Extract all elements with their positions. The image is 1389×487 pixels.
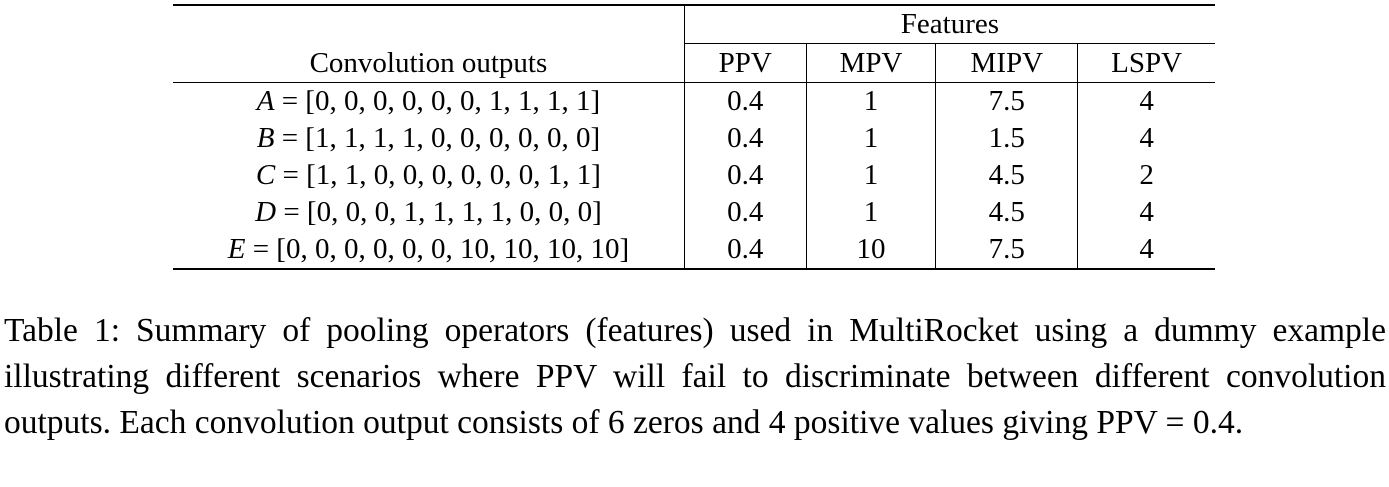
convolution-output-cell: C = [1, 1, 0, 0, 0, 0, 0, 0, 1, 1] [173,157,685,194]
variable-name: B [256,122,275,154]
mpv-cell: 10 [806,231,937,270]
column-header-row: Convolution outputs PPV MPV MIPV LSPV [173,43,1215,83]
output-vector: = [0, 0, 0, 0, 0, 0, 1, 1, 1, 1] [274,85,601,117]
mpv-cell: 1 [806,120,937,157]
column-header-mipv: MIPV [935,43,1079,83]
output-vector: = [1, 1, 0, 0, 0, 0, 0, 0, 1, 1] [275,159,601,191]
pooling-features-table: Features Convolution outputs PPV MPV MIP… [173,4,1215,270]
ppv-cell: 0.4 [684,194,807,231]
variable-name: C [255,159,276,191]
output-vector: = [0, 0, 0, 0, 0, 0, 10, 10, 10, 10] [245,233,630,265]
table-row: D = [0, 0, 0, 1, 1, 1, 1, 0, 0, 0] 0.4 1… [173,194,1215,231]
ppv-cell: 0.4 [684,82,807,120]
ppv-cell: 0.4 [684,157,807,194]
mipv-cell: 4.5 [935,157,1079,194]
output-vector: = [0, 0, 0, 1, 1, 1, 1, 0, 0, 0] [276,196,602,228]
ppv-cell: 0.4 [684,231,807,270]
empty-header-cell [173,4,685,44]
lspv-cell: 4 [1139,196,1154,228]
variable-name: E [227,233,246,265]
column-header-convolution-outputs: Convolution outputs [173,43,685,83]
convolution-output-cell: E = [0, 0, 0, 0, 0, 0, 10, 10, 10, 10] [173,231,685,270]
variable-name: A [256,85,275,117]
table-caption: Table 1: Summary of pooling operators (f… [4,312,1386,441]
mipv-cell: 4.5 [935,194,1079,231]
table-row: E = [0, 0, 0, 0, 0, 0, 10, 10, 10, 10] 0… [173,231,1215,270]
output-vector: = [1, 1, 1, 1, 0, 0, 0, 0, 0, 0] [274,122,601,154]
mpv-cell: 1 [806,194,937,231]
table-row: B = [1, 1, 1, 1, 0, 0, 0, 0, 0, 0] 0.4 1… [173,120,1215,157]
mpv-cell: 1 [806,157,937,194]
mipv-cell: 7.5 [935,82,1079,120]
features-group-header: Features [684,4,1215,44]
group-header-row: Features [173,4,1215,44]
mipv-cell: 7.5 [935,231,1079,270]
column-header-lspv: LSPV [1077,43,1215,83]
table-row: A = [0, 0, 0, 0, 0, 0, 1, 1, 1, 1] 0.4 1… [173,82,1215,120]
lspv-cell: 2 [1139,159,1154,191]
lspv-cell: 4 [1139,122,1154,154]
mpv-cell: 1 [806,82,937,120]
column-header-ppv: PPV [684,43,807,83]
convolution-output-cell: A = [0, 0, 0, 0, 0, 0, 1, 1, 1, 1] [173,82,685,120]
lspv-cell: 4 [1077,231,1215,270]
column-header-mpv: MPV [806,43,937,83]
lspv-cell: 4 [1139,85,1154,117]
variable-name: D [255,196,277,228]
convolution-output-cell: B = [1, 1, 1, 1, 0, 0, 0, 0, 0, 0] [173,120,685,157]
mipv-cell: 1.5 [935,120,1079,157]
table-row: C = [1, 1, 0, 0, 0, 0, 0, 0, 1, 1] 0.4 1… [173,157,1215,194]
ppv-cell: 0.4 [684,120,807,157]
convolution-output-cell: D = [0, 0, 0, 1, 1, 1, 1, 0, 0, 0] [173,194,685,231]
